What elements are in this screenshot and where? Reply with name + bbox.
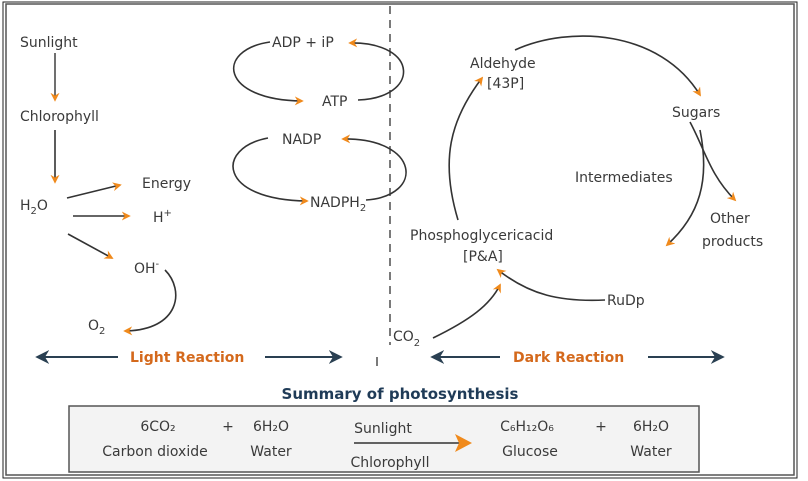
reactant-h2o: 6H₂O (253, 419, 289, 435)
arrow-atp-adp (348, 38, 405, 101)
plus-sign-2: + (595, 419, 607, 435)
adp-label: ADP + iP (272, 35, 334, 51)
atp-nadp-cycles: ADP + iP ATP NADP NADPH2 (232, 35, 407, 214)
arrow-to-energy (66, 182, 122, 199)
arrow-below-label: Chlorophyll (351, 455, 430, 471)
summary-section: Summary of photosynthesis 6CO₂ Carbon di… (68, 385, 700, 473)
reactant-co2-name: Carbon dioxide (102, 444, 207, 460)
sugars-label: Sugars (672, 105, 720, 121)
oh-label: OH- (134, 259, 160, 277)
aldehyde-code: [43P] (487, 76, 524, 92)
other-label: Other (710, 211, 750, 227)
nadp-label: NADP (282, 132, 321, 148)
dark-reaction-section: Aldehyde [43P] Sugars Intermediates Othe… (393, 35, 763, 366)
aldehyde-label: Aldehyde (470, 56, 536, 72)
summary-title: Summary of photosynthesis (282, 385, 519, 403)
co2-label: CO2 (393, 329, 420, 349)
frame (5, 3, 795, 476)
arrow-co2-pga (432, 283, 501, 339)
arrow-rudp-pga (496, 268, 606, 302)
arrow-adp-atp (232, 41, 304, 106)
hplus-label: H+ (153, 208, 172, 226)
sunlight-label: Sunlight (20, 35, 78, 51)
summary-equation-box (68, 405, 700, 473)
product-h2o-name: Water (630, 444, 672, 460)
pga-code: [P&A] (463, 249, 503, 265)
light-reaction-section: Sunlight Chlorophyll H2O Energy H+ OH- O… (20, 35, 343, 366)
chlorophyll-label: Chlorophyll (20, 109, 99, 125)
product-glucose-name: Glucose (502, 444, 558, 460)
energy-label: Energy (142, 176, 191, 192)
arrow-pga-aldehyde (448, 76, 484, 221)
reactant-h2o-name: Water (250, 444, 292, 460)
atp-label: ATP (322, 94, 347, 110)
arrow-sugars-intermediates (665, 129, 705, 247)
arrow-nadph2-nadp (341, 134, 407, 201)
products-label: products (702, 234, 763, 250)
reactant-co2: 6CO₂ (140, 419, 175, 435)
arrow-above-label: Sunlight (354, 421, 412, 437)
product-h2o: 6H₂O (633, 419, 669, 435)
dark-reaction-label: Dark Reaction (513, 350, 624, 366)
product-glucose: C₆H₁₂O₆ (500, 419, 554, 435)
rudp-label: RuDp (607, 293, 645, 309)
arrow-aldehyde-sugars (514, 35, 701, 97)
pga-label: Phosphoglycericacid (410, 228, 553, 244)
arrow-to-oh (67, 233, 114, 259)
h2o-label: H2O (20, 198, 48, 217)
light-reaction-label: Light Reaction (130, 350, 244, 366)
plus-sign: + (222, 419, 234, 435)
arrow-nadp-nadph2 (232, 137, 309, 206)
intermediates-label: Intermediates (575, 170, 673, 186)
o2-label: O2 (88, 318, 105, 337)
arrow-sugars-other (689, 121, 737, 202)
nadph2-label: NADPH2 (310, 195, 366, 214)
arrow-oh-o2 (123, 269, 177, 336)
reaction-arrow-icon (455, 434, 472, 452)
